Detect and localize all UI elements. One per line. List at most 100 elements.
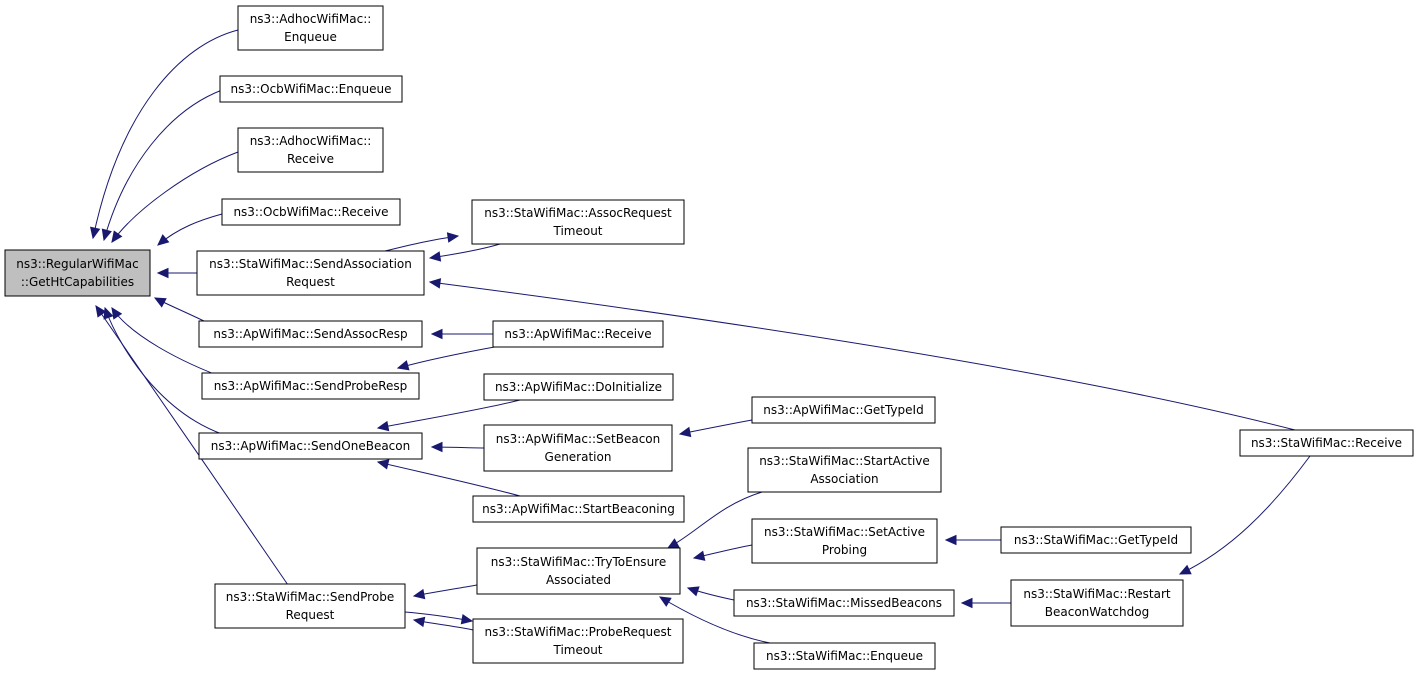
node-label-line: ns3::StaWifiMac::ProbeRequest: [485, 625, 672, 639]
edge-arrowhead: [460, 613, 474, 625]
node-label-line: Generation: [545, 450, 612, 464]
node-adhoc-receive[interactable]: ns3::AdhocWifiMac::Receive: [237, 127, 384, 173]
node-label-line: Request: [286, 608, 335, 622]
node-label-line: ns3::StaWifiMac::MissedBeacons: [746, 596, 942, 610]
node-box: [472, 495, 685, 523]
node-box: [201, 372, 420, 400]
edge-arrowhead: [396, 360, 410, 371]
node-label-line: ns3::StaWifiMac::Enqueue: [766, 649, 923, 663]
node-box: [1010, 579, 1184, 627]
node-label-line: ns3::StaWifiMac::GetTypeId: [1014, 533, 1178, 547]
node-ocb-enqueue[interactable]: ns3::OcbWifiMac::Enqueue: [219, 75, 403, 103]
node-label-line: ns3::ApWifiMac::StartBeaconing: [482, 502, 675, 516]
edge-sta_try_ensure-to-sta_send_probe: [412, 584, 478, 600]
edge-arrowhead: [960, 597, 973, 609]
edge-line: [397, 345, 501, 369]
edge-ap_receive-to-ap_send_assoc_resp: [430, 328, 493, 340]
edge-ap_start_beaconing-to-ap_send_one_beacon: [376, 459, 521, 497]
edge-sta_set_active_probing-to-sta_try_ensure: [692, 544, 753, 561]
edge-arrowhead: [111, 306, 123, 320]
node-label-line: ns3::StaWifiMac::AssocRequest: [484, 206, 672, 220]
node-sta-get-typeid[interactable]: ns3::StaWifiMac::GetTypeId: [1000, 526, 1192, 554]
node-sta-missed-beacons[interactable]: ns3::StaWifiMac::MissedBeacons: [733, 589, 955, 617]
edge-line: [667, 491, 763, 549]
node-ap-receive[interactable]: ns3::ApWifiMac::Receive: [492, 320, 664, 348]
node-label-line: ns3::StaWifiMac::StartActive: [759, 454, 930, 468]
edge-arrowhead: [666, 538, 680, 549]
node-label-line: ns3::AdhocWifiMac::: [250, 134, 372, 148]
node-box: [733, 589, 955, 617]
edge-arrowhead: [156, 267, 169, 279]
edge-sta_receive-to-sta_restart_watchdog: [1178, 455, 1311, 575]
node-label-line: Enqueue: [284, 30, 337, 44]
edge-sta_send_probe-to-root: [95, 304, 289, 586]
node-ap-get-typeid[interactable]: ns3::ApWifiMac::GetTypeId: [751, 396, 936, 424]
edge-ap_set_beacon_gen-to-ap_send_one_beacon: [430, 441, 485, 453]
edge-arrowhead: [153, 297, 167, 308]
node-label-line: ns3::AdhocWifiMac::: [250, 12, 372, 26]
edge-line: [377, 461, 521, 497]
edge-line: [95, 305, 289, 586]
node-box: [747, 447, 942, 493]
node-box: [198, 432, 423, 460]
node-ocb-receive[interactable]: ns3::OcbWifiMac::Receive: [221, 198, 401, 226]
node-label-line: ns3::ApWifiMac::SendAssocResp: [213, 327, 407, 341]
node-sta-receive[interactable]: ns3::StaWifiMac::Receive: [1239, 429, 1414, 457]
edge-adhoc_receive-to-root: [111, 151, 239, 243]
edge-sta_get_typeid-to-sta_set_active_probing: [944, 534, 1001, 546]
node-label-line: BeaconWatchdog: [1045, 605, 1149, 619]
node-box: [751, 518, 938, 564]
edge-line: [92, 29, 239, 239]
edge-sta_send_assoc-to-root: [156, 267, 197, 279]
node-box: [492, 320, 664, 348]
node-sta-enqueue[interactable]: ns3::StaWifiMac::Enqueue: [753, 642, 936, 670]
node-label-line: ns3::ApWifiMac::SendProbeResp: [214, 379, 408, 393]
node-ap-doinit[interactable]: ns3::ApWifiMac::DoInitialize: [483, 373, 674, 401]
node-label-line: Association: [810, 472, 878, 486]
edge-sta_send_assoc-to-sta_assoc_timeout: [384, 232, 460, 252]
node-box: [237, 5, 384, 51]
node-ap-send-assoc-resp[interactable]: ns3::ApWifiMac::SendAssocResp: [198, 320, 423, 348]
node-label-line: ::GetHtCapabilities: [21, 275, 134, 289]
edge-arrowhead: [101, 228, 112, 242]
edge-ocb_receive-to-root: [157, 213, 223, 246]
edge-arrowhead: [428, 251, 442, 262]
node-label-line: ns3::ApWifiMac::GetTypeId: [763, 403, 923, 417]
node-ap-send-one-beacon[interactable]: ns3::ApWifiMac::SendOneBeacon: [198, 432, 423, 460]
node-box: [237, 127, 384, 173]
node-label-line: ns3::StaWifiMac::Receive: [1251, 436, 1402, 450]
edge-arrowhead: [692, 550, 706, 561]
node-label-line: Associated: [546, 573, 611, 587]
node-box: [1000, 526, 1192, 554]
node-label-line: ns3::ApWifiMac::DoInitialize: [495, 380, 662, 394]
node-adhoc-enqueue[interactable]: ns3::AdhocWifiMac::Enqueue: [237, 5, 384, 51]
node-label-line: ns3::OcbWifiMac::Receive: [233, 205, 388, 219]
node-label-line: ns3::OcbWifiMac::Enqueue: [231, 82, 392, 96]
node-label-line: ns3::StaWifiMac::Restart: [1023, 587, 1171, 601]
node-label-line: ns3::StaWifiMac::SendProbe: [226, 590, 394, 604]
node-root: ns3::RegularWifiMac::GetHtCapabilities: [4, 249, 151, 297]
node-box: [753, 642, 936, 670]
edge-sta_receive-to-sta_send_assoc: [428, 278, 1296, 431]
node-ap-send-probe-resp[interactable]: ns3::ApWifiMac::SendProbeResp: [201, 372, 420, 400]
node-ap-start-beaconing[interactable]: ns3::ApWifiMac::StartBeaconing: [472, 495, 685, 523]
edge-arrowhead: [111, 230, 123, 243]
node-box: [4, 249, 151, 297]
node-label-line: ns3::ApWifiMac::SendOneBeacon: [211, 439, 410, 453]
edge-ap_doinit-to-ap_send_one_beacon: [376, 399, 521, 432]
node-box: [472, 618, 684, 664]
edge-line: [659, 596, 771, 644]
node-label-line: Probing: [822, 543, 867, 557]
edge-line: [679, 419, 753, 435]
node-label-line: ns3::StaWifiMac::TryToEnsure: [491, 555, 666, 569]
edge-line: [384, 235, 459, 252]
